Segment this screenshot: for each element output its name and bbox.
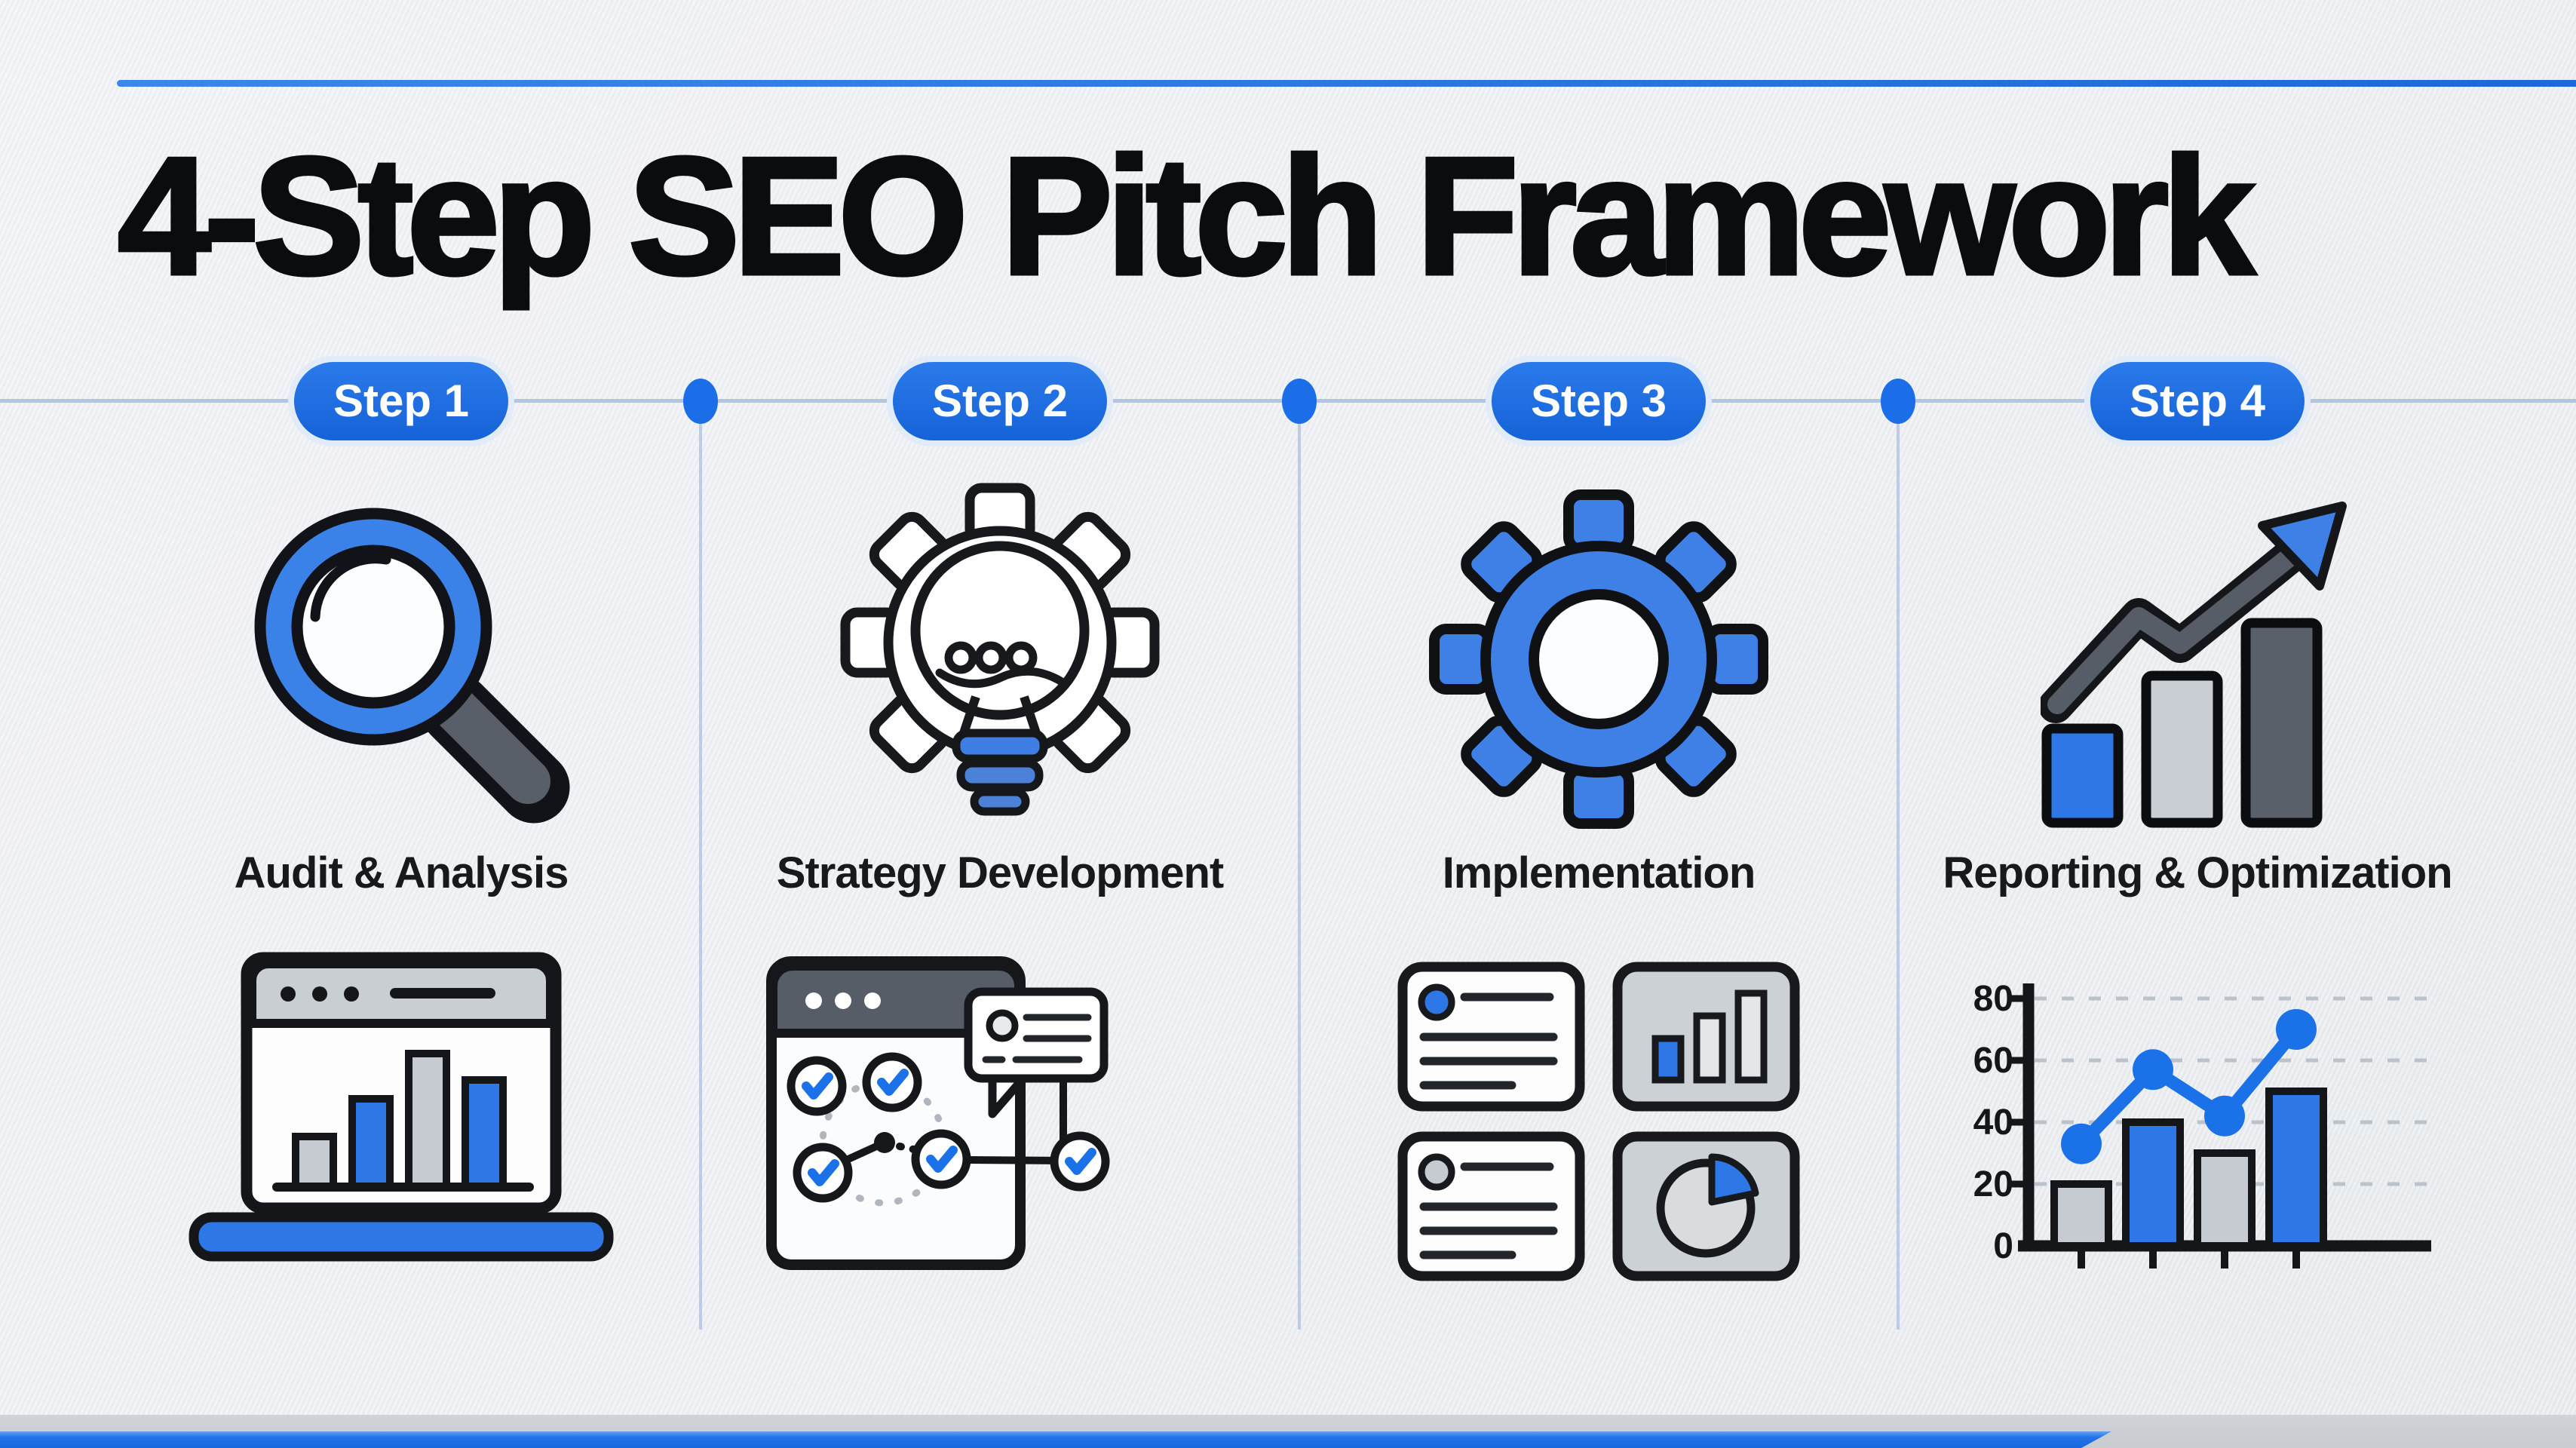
- step-1-label: Audit & Analysis: [234, 848, 569, 897]
- speech-bubble: [964, 987, 1109, 1118]
- check-node: [787, 1056, 847, 1116]
- report-bar: [2194, 1149, 2256, 1250]
- timeline-dot-2: [1282, 379, 1317, 424]
- step-4-badge: Step 4: [2090, 362, 2305, 440]
- trend-line: [2075, 1023, 2303, 1151]
- gear-lightbulb-icon: [840, 483, 1160, 816]
- check-node: [1050, 1131, 1110, 1192]
- check-node: [911, 1129, 971, 1189]
- timeline-dot-1: [683, 379, 718, 424]
- y-tick-label: 40: [1973, 1103, 2013, 1143]
- growth-arrow-icon: [2041, 502, 2347, 828]
- magnifier-icon: [254, 508, 570, 824]
- report-bar: [2122, 1118, 2184, 1250]
- list-card: [1397, 962, 1585, 1112]
- trend-point: [2061, 1123, 2102, 1164]
- footer-blue-bar: [0, 1431, 2111, 1448]
- top-accent-rule: [117, 80, 2576, 87]
- step-3-badge: Step 3: [1491, 362, 1707, 440]
- step-3-label: Implementation: [1442, 848, 1756, 897]
- pie-chart-card: [1612, 1131, 1800, 1281]
- y-tick-label: 80: [1973, 979, 2013, 1019]
- check-node: [862, 1052, 922, 1112]
- gear-icon: [1429, 489, 1768, 829]
- check-node: [793, 1143, 853, 1203]
- list-card: [1397, 1131, 1585, 1281]
- strategy-flowchart-icon: [766, 956, 1110, 1270]
- report-bar: [2050, 1180, 2112, 1250]
- step-4-label: Reporting & Optimization: [1943, 848, 2452, 897]
- step-2-badge: Step 2: [892, 362, 1108, 440]
- analytics-browser-icon: [189, 952, 614, 1262]
- report-bar: [2265, 1088, 2327, 1250]
- step-1-badge: Step 1: [293, 362, 509, 440]
- y-tick-label: 60: [1973, 1041, 2013, 1081]
- page-title: 4-Step SEO Pitch Framework: [116, 121, 2258, 312]
- column-divider-3: [1897, 400, 1900, 1330]
- trend-point: [2276, 1009, 2317, 1050]
- column-divider-1: [699, 400, 702, 1330]
- trend-point: [2133, 1049, 2173, 1091]
- y-tick-label: 0: [1993, 1226, 2013, 1266]
- y-tick-label: 20: [1973, 1164, 2013, 1204]
- report-chart: 0 20 40 60 80: [1973, 979, 2431, 1269]
- task-cards-icon: [1397, 962, 1800, 1281]
- trend-point: [2204, 1095, 2245, 1137]
- step-2-label: Strategy Development: [776, 848, 1224, 897]
- bar-chart-card: [1612, 962, 1800, 1112]
- timeline-dot-3: [1881, 379, 1915, 424]
- column-divider-2: [1298, 400, 1301, 1330]
